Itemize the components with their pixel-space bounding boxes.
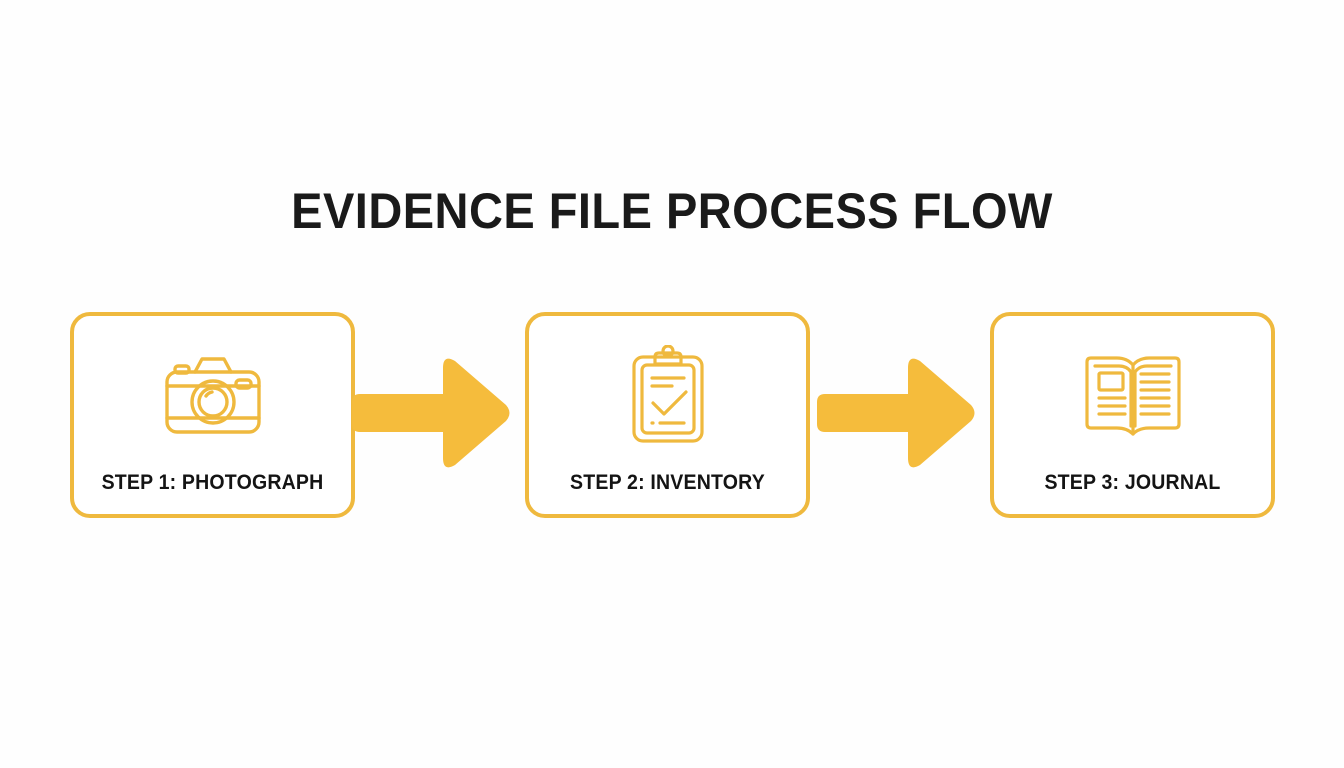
page-title: EVIDENCE FILE PROCESS FLOW <box>291 183 1053 239</box>
process-step-card-3[interactable]: STEP 3: JOURNAL <box>990 312 1275 518</box>
process-step-card-1[interactable]: STEP 1: PHOTOGRAPH <box>70 312 355 518</box>
process-step-label-2: STEP 2: INVENTORY <box>570 471 765 494</box>
camera-icon <box>74 342 351 448</box>
process-step-label-3: STEP 3: JOURNAL <box>1044 471 1221 494</box>
open-book-icon <box>994 342 1271 448</box>
process-step-label-1: STEP 1: PHOTOGRAPH <box>101 471 324 494</box>
arrow-right-icon-2 <box>815 352 978 474</box>
clipboard-check-icon <box>529 342 806 448</box>
process-flow-row: STEP 1: PHOTOGRAPH <box>70 312 1275 520</box>
process-step-card-2[interactable]: STEP 2: INVENTORY <box>525 312 810 518</box>
arrow-right-icon-1 <box>350 352 513 474</box>
